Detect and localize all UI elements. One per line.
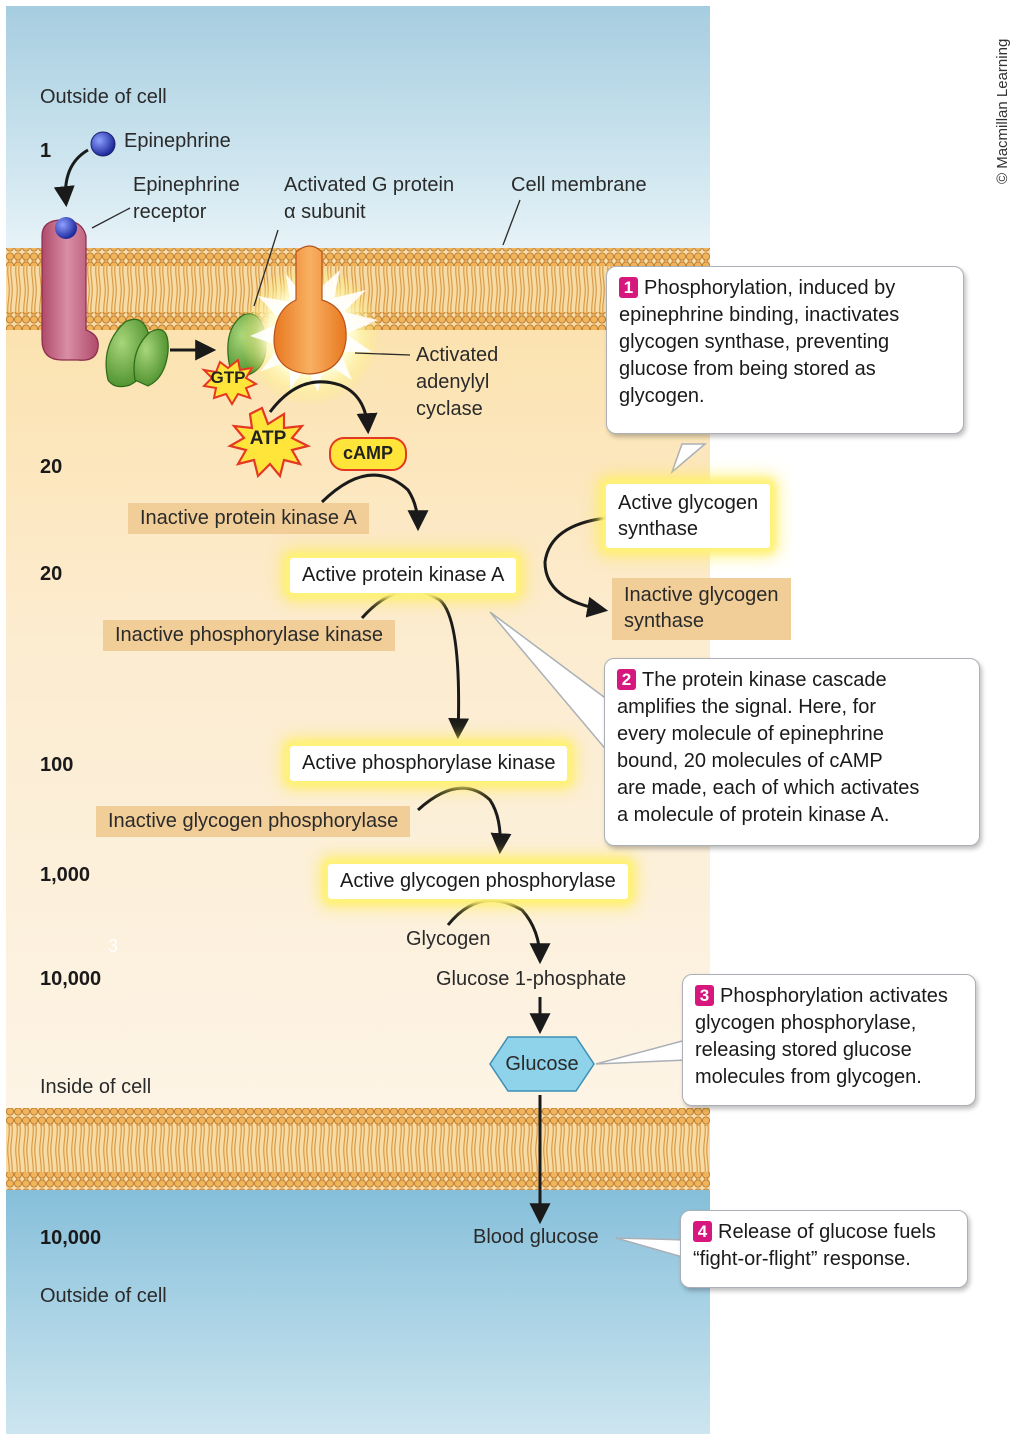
epinephrine-label: Epinephrine xyxy=(124,130,231,152)
atp-to-camp-arrow xyxy=(268,380,378,435)
active-glycogen-phosphorylase: Active glycogen phosphorylase xyxy=(328,864,628,899)
callout-text: Release of glucose fuels “fight-or-fligh… xyxy=(693,1221,936,1270)
callout-badge: 1 xyxy=(619,277,638,298)
adenylyl-cyclase-icon xyxy=(240,245,380,405)
amplification-count: 1 xyxy=(40,140,52,162)
atp-label: ATP xyxy=(249,428,287,449)
blood-glucose-label: Blood glucose xyxy=(473,1226,599,1248)
callout-badge: 3 xyxy=(695,985,714,1006)
active-protein-kinase-a: Active protein kinase A xyxy=(290,558,517,593)
leader-lines xyxy=(91,199,521,356)
outside-cell-top-label: Outside of cell xyxy=(40,86,167,108)
cascade-arrows xyxy=(320,473,609,1225)
g-protein-inactive-icon xyxy=(105,318,169,388)
atp-burst-icon xyxy=(227,406,312,479)
inactive-phosphorylase-kinase: Inactive phosphorylase kinase xyxy=(103,620,395,651)
copyright-notice: © Macmillan Learning xyxy=(994,38,1011,184)
adenylyl-cyclase-label: Activated adenylyl cyclase xyxy=(416,344,499,420)
inactive-protein-kinase-a: Inactive protein kinase A xyxy=(128,503,369,534)
amplification-count: 20 xyxy=(40,456,63,478)
cell-membrane-label: Cell membrane xyxy=(511,174,647,196)
amplification-count: 20 xyxy=(40,563,63,585)
glycogen-label: Glycogen xyxy=(406,928,491,950)
faint-step-number: 3 xyxy=(108,936,119,956)
cell-membrane-bottom xyxy=(6,1108,710,1190)
callout-text: Phosphorylation activates glycogen phosp… xyxy=(695,985,948,1088)
camp-chip-shape xyxy=(329,437,407,471)
epinephrine-receptor-icon xyxy=(41,217,99,361)
active-phosphorylase-kinase: Active phosphorylase kinase xyxy=(290,746,568,781)
amplification-count: 1,000 xyxy=(40,864,91,886)
inactive-glycogen-synthase: Inactive glycogen synthase xyxy=(612,578,791,640)
amplification-count: 10,000 xyxy=(40,968,102,990)
amplification-count: 100 xyxy=(40,754,74,776)
glucose-hexagon-shape xyxy=(489,1036,595,1092)
gtp-burst-icon xyxy=(201,358,259,406)
active-glycogen-synthase: Active glycogen synthase xyxy=(606,484,771,548)
inside-cell-label: Inside of cell xyxy=(40,1076,152,1098)
binding-arrow xyxy=(53,148,89,208)
receptor-label: Epinephrine receptor xyxy=(133,174,240,223)
inactive-glycogen-phosphorylase: Inactive glycogen phosphorylase xyxy=(96,806,411,837)
g-protein-label: Activated G protein α subunit xyxy=(284,174,455,223)
callout-badge: 4 xyxy=(693,1221,712,1242)
epinephrine-molecule-icon xyxy=(90,131,116,157)
outside-cell-bottom-label: Outside of cell xyxy=(40,1285,167,1307)
callout-text: The protein kinase cascade amplifies the… xyxy=(617,669,920,826)
amplification-count: 10,000 xyxy=(40,1227,102,1249)
callout-pointers xyxy=(489,443,708,1259)
callout-text: Phosphorylation, induced by epinephrine … xyxy=(619,277,900,407)
glucose-label: Glucose xyxy=(505,1053,579,1075)
camp-label: cAMP xyxy=(342,443,393,463)
gtp-label: GTP xyxy=(210,368,246,387)
callout-badge: 2 xyxy=(617,669,636,690)
glucose-1-phosphate-label: Glucose 1-phosphate xyxy=(436,968,627,990)
